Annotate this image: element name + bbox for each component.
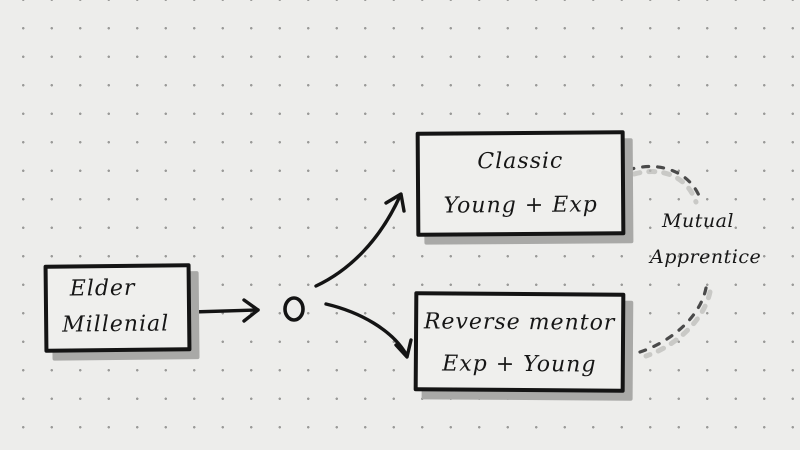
node-classic-line1: Classic <box>477 148 564 175</box>
node-reverse-line2: Exp + Young <box>442 351 597 378</box>
node-reverse-mentor: Reverse mentor Exp + Young <box>413 291 626 393</box>
dotted-link-mutual-to-reverse <box>638 286 708 354</box>
arrow-elder-to-junction <box>190 305 260 315</box>
annotation-apprentice: Apprentice <box>650 246 762 268</box>
arrow-junction-to-classic <box>314 194 402 288</box>
node-reverse-line1: Reverse mentor <box>423 309 616 336</box>
annotation-mutual: Mutual <box>662 210 734 232</box>
dotted-link-classic-to-mutual <box>626 164 702 200</box>
node-elder-line2: Millenial <box>62 311 170 338</box>
arrow-junction-to-reverse <box>324 302 408 356</box>
node-classic-line2: Young + Exp <box>443 192 598 219</box>
node-classic: Classic Young + Exp <box>415 130 626 237</box>
node-elder-line1: Elder <box>69 275 136 302</box>
junction-node <box>283 296 305 322</box>
node-elder-millenial: Elder Millenial <box>43 263 192 353</box>
